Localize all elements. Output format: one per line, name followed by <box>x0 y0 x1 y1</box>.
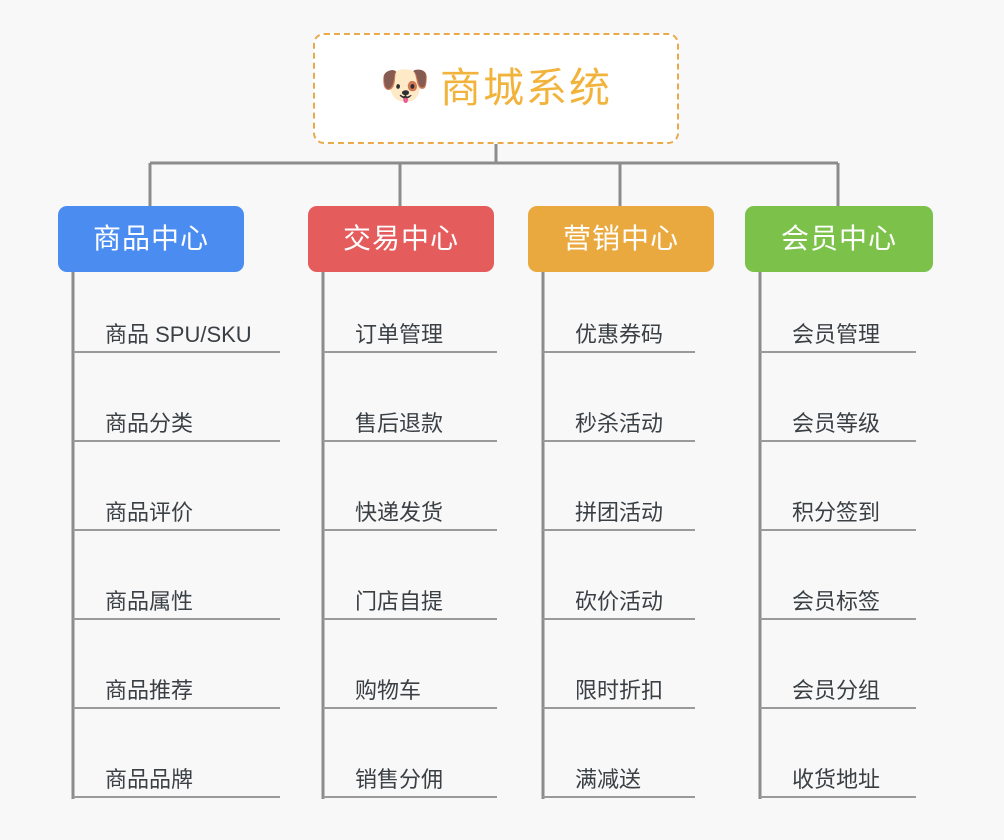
leaf-label: 销售分佣 <box>355 767 444 792</box>
leaf-label: 会员标签 <box>792 589 881 614</box>
leaf-label: 拼团活动 <box>575 500 664 525</box>
leaf-underline <box>73 529 280 531</box>
leaf-label: 商品属性 <box>105 589 194 614</box>
leaf-label: 商品品牌 <box>105 767 194 792</box>
leaf-label: 秒杀活动 <box>575 411 664 436</box>
leaf-underline <box>543 351 695 353</box>
leaf-underline <box>760 796 916 798</box>
category-label: 会员中心 <box>780 223 897 254</box>
category-label: 交易中心 <box>342 223 459 254</box>
leaf-label: 砍价活动 <box>575 589 664 614</box>
leaf-underline <box>73 440 280 442</box>
leaf-underline <box>323 707 497 709</box>
leaf-label: 售后退款 <box>355 411 444 436</box>
category-box-1[interactable]: 商品中心 <box>58 206 244 272</box>
leaf-underline <box>543 529 695 531</box>
leaf-label: 商品推荐 <box>105 678 194 703</box>
leaf-underline <box>323 796 497 798</box>
leaf-label: 收货地址 <box>792 767 881 792</box>
leaf-underline <box>323 351 497 353</box>
leaf-underline <box>760 351 916 353</box>
leaf-label: 商品 SPU/SKU <box>105 322 252 347</box>
leaf-label: 满减送 <box>575 767 642 792</box>
leaf-underline <box>543 440 695 442</box>
leaf-underline <box>73 618 280 620</box>
category-box-2[interactable]: 交易中心 <box>308 206 494 272</box>
leaf-label: 会员分组 <box>792 678 881 703</box>
leaf-underline <box>73 796 280 798</box>
category-label: 商品中心 <box>92 223 209 254</box>
leaf-label: 优惠券码 <box>575 322 664 347</box>
leaf-label: 会员管理 <box>792 322 881 347</box>
root-node[interactable]: 🐶 商城系统 <box>313 33 679 144</box>
leaf-underline <box>73 351 280 353</box>
leaf-label: 门店自提 <box>355 589 444 614</box>
leaf-label: 订单管理 <box>355 322 444 347</box>
leaf-label: 积分签到 <box>792 500 881 525</box>
leaf-label: 会员等级 <box>792 411 881 436</box>
leaf-underline <box>323 440 497 442</box>
category-box-4[interactable]: 会员中心 <box>745 206 933 272</box>
leaf-underline <box>73 707 280 709</box>
dog-face-icon: 🐶 <box>380 63 430 108</box>
leaf-underline <box>543 707 695 709</box>
leaf-underline <box>760 529 916 531</box>
category-box-3[interactable]: 营销中心 <box>528 206 714 272</box>
leaf-label: 商品评价 <box>105 500 194 525</box>
leaf-label: 快递发货 <box>355 500 444 525</box>
leaf-underline <box>323 529 497 531</box>
leaf-underline <box>760 618 916 620</box>
leaf-underline <box>323 618 497 620</box>
leaf-underline <box>760 440 916 442</box>
leaf-label: 限时折扣 <box>575 678 664 703</box>
leaf-label: 商品分类 <box>105 411 194 436</box>
leaf-underline <box>543 618 695 620</box>
leaf-underline <box>760 707 916 709</box>
category-label: 营销中心 <box>562 223 679 254</box>
leaf-underline <box>543 796 695 798</box>
leaf-label: 购物车 <box>355 678 422 703</box>
root-title: 商城系统 <box>440 65 612 111</box>
